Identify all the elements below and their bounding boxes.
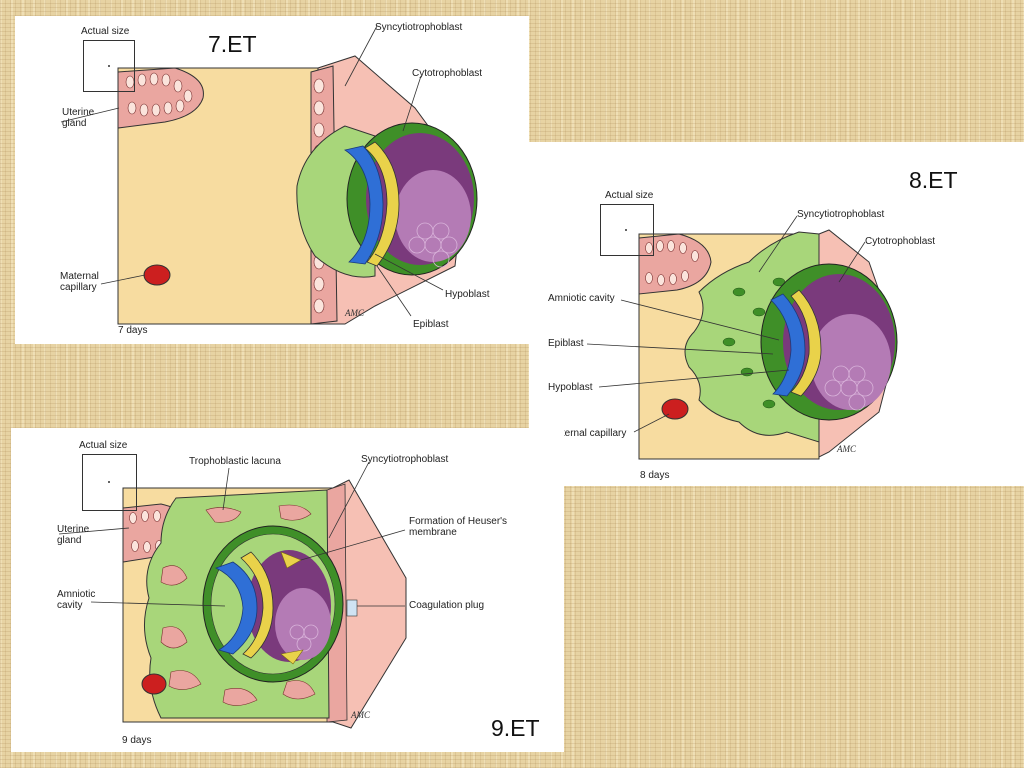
epiblast-layer	[214, 561, 258, 655]
stage-label-8: 8.ET	[909, 167, 958, 193]
hypoblast-layer	[240, 551, 274, 659]
endometrium-surface	[332, 479, 407, 729]
label-epiblast: Epiblast	[548, 338, 584, 349]
label-trophoblastic-lacuna: Trophoblastic lacuna	[189, 456, 281, 467]
label-uterine-gland: Uterine gland	[62, 107, 95, 129]
label-cytotrophoblast: Cytotrophoblast	[865, 236, 936, 247]
label-maternal-capillary: Maternal capillary	[60, 271, 99, 293]
stage-label-9: 9.ET	[491, 715, 540, 741]
label-heusers-membrane: Formation of Heuser's membrane	[409, 516, 508, 538]
panel-day7: AMC Actual size 7.ET Uterine gland Mater…	[15, 16, 529, 344]
days-label: 9 days	[122, 735, 152, 746]
hypoblast-layer	[364, 141, 400, 267]
svg-text:AMC: AMC	[836, 444, 857, 454]
label-hypoblast: Hypoblast	[445, 289, 490, 300]
label-amniotic-cavity: Amniotic cavity	[57, 589, 96, 611]
day8-diagram: AMC	[586, 215, 898, 460]
coagulation-plug	[346, 599, 358, 617]
actual-size-box	[83, 40, 135, 92]
maternal-capillary	[141, 673, 167, 695]
actual-size-dot	[625, 229, 627, 231]
label-syncytiotrophoblast: Syncytiotrophoblast	[361, 454, 449, 465]
label-amniotic-cavity: Amniotic cavity	[548, 293, 615, 304]
label-maternal-capillary: Maternal capillary	[548, 428, 627, 439]
label-syncytiotrophoblast: Syncytiotrophoblast	[797, 209, 885, 220]
actual-size-box	[600, 204, 654, 256]
actual-size-dot	[108, 481, 110, 483]
epiblast-layer	[343, 145, 384, 265]
heusers-membrane-arrow	[280, 551, 302, 569]
day7-diagram: AMC	[60, 25, 478, 325]
day9-diagram: AMC	[58, 461, 407, 729]
hypoblast-layer	[790, 289, 822, 397]
panel-day9: AMC Actual size Trophoblastic lacuna Syn…	[11, 428, 564, 752]
maternal-capillary	[143, 264, 171, 286]
days-label: 7 days	[118, 325, 148, 336]
stage-label-7: 7.ET	[208, 31, 257, 57]
actual-size-box	[82, 454, 137, 511]
actual-size-label: Actual size	[605, 190, 654, 201]
panel-day8: AMC Actual size 8.ET Syncytiotrophoblast…	[529, 142, 1024, 486]
actual-size-label: Actual size	[79, 440, 128, 451]
label-uterine-gland: Uterine gland	[57, 524, 90, 546]
actual-size-dot	[108, 65, 110, 67]
svg-text:AMC: AMC	[344, 308, 365, 318]
label-coagulation-plug: Coagulation plug	[409, 600, 485, 611]
days-label: 8 days	[640, 470, 670, 481]
label-epiblast: Epiblast	[413, 319, 449, 330]
label-hypoblast: Hypoblast	[548, 382, 593, 393]
trophoblastic-lacunae	[160, 504, 316, 706]
epiblast-layer	[770, 293, 806, 397]
label-syncytiotrophoblast: Syncytiotrophoblast	[375, 22, 463, 33]
label-cytotrophoblast: Cytotrophoblast	[412, 68, 483, 79]
svg-text:AMC: AMC	[350, 710, 371, 720]
actual-size-label: Actual size	[81, 26, 130, 37]
